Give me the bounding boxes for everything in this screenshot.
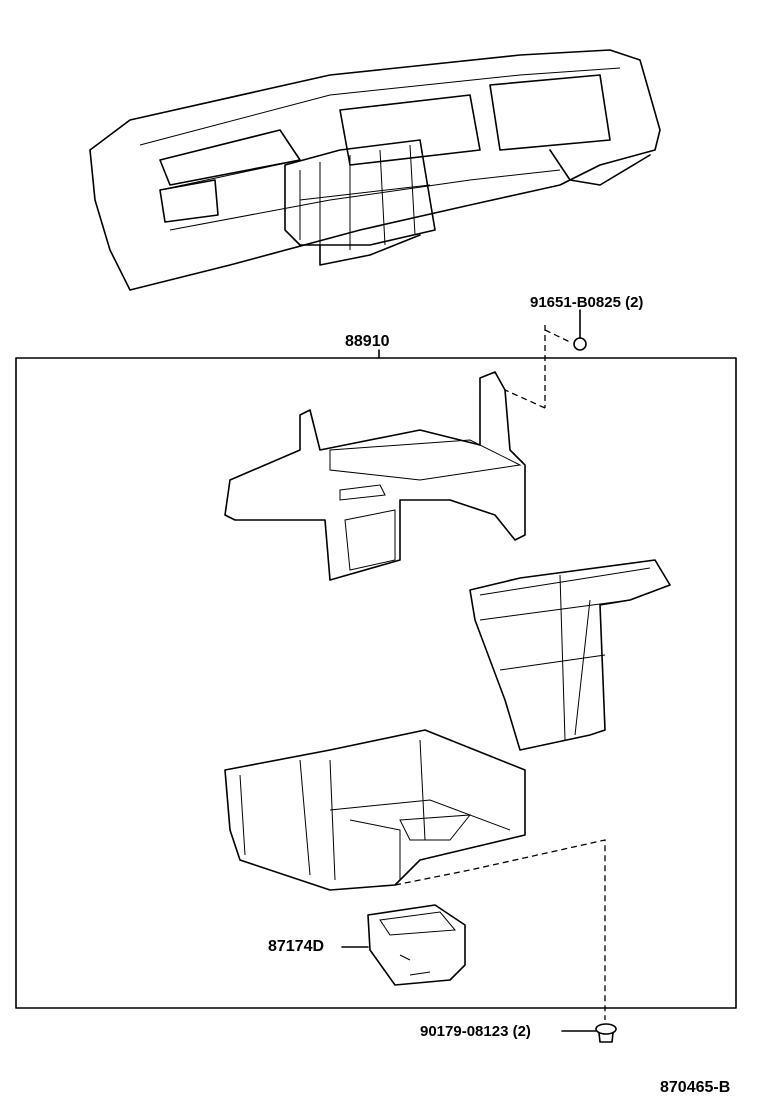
- bolt-part-number: 91651-B0825 (2): [530, 294, 644, 311]
- damper-part-number: 87174D: [268, 938, 325, 955]
- clip-part-number: 90179-08123 (2): [420, 1023, 531, 1040]
- duct-drawing: [469, 559, 671, 751]
- assembly-frame: [15, 357, 737, 1009]
- bolt-icon: [573, 337, 587, 351]
- instrument-panel-drawing: [89, 49, 661, 291]
- clip-icon: [595, 1023, 617, 1043]
- diagram-id: 870465-B: [660, 1079, 731, 1096]
- assembly-part-number: 88910: [345, 333, 390, 350]
- lower-case-drawing: [224, 729, 526, 891]
- damper-drawing: [367, 904, 466, 986]
- upper-case-drawing: [224, 371, 526, 581]
